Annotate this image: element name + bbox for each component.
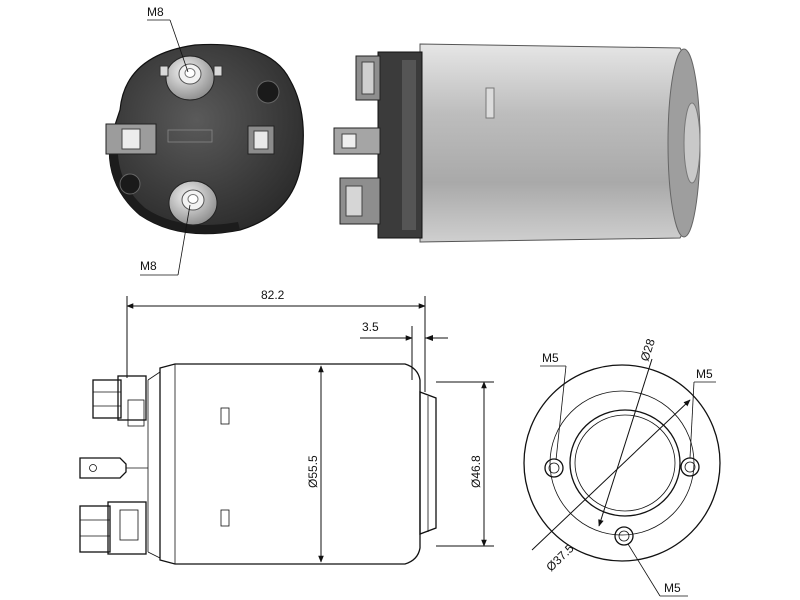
side-terminal-bottom <box>339 177 381 225</box>
m5-label-right: M5 <box>696 367 713 381</box>
solenoid-can <box>419 43 701 243</box>
outer-flange-circle <box>523 364 721 562</box>
terminal-drawing-spade <box>79 457 148 479</box>
m5-label-left: M5 <box>542 351 559 365</box>
m8-label-bottom: M8 <box>140 259 157 273</box>
m5-callout-left: M5 <box>540 351 567 461</box>
bottom-terminal-stud <box>168 180 218 226</box>
m5-callout-bottom: M5 <box>627 543 688 597</box>
m5-callout-right: M5 <box>689 367 716 459</box>
bore-diameter-label: Ø28 <box>638 337 658 363</box>
bolt-circle-diameter-label: Ø37.5 <box>543 541 576 574</box>
dim-bore-diameter <box>598 358 653 527</box>
flange-width-label: 3.5 <box>362 320 379 334</box>
side-elevation-drawing: 82.2 3.5 Ø55.5 Ø46.8 <box>79 288 494 565</box>
top-terminal-stud <box>165 55 215 101</box>
hole-bottom <box>614 526 634 546</box>
mount-hole-upper <box>256 80 280 104</box>
nose-outline <box>419 391 437 535</box>
bore-circle <box>569 409 681 517</box>
body-outline <box>159 363 421 565</box>
bolt-circle <box>549 390 695 536</box>
hole-right <box>680 457 700 477</box>
dim-bolt-circle-diameter <box>531 399 691 551</box>
side-terminal-top <box>355 55 381 101</box>
spade-terminal <box>105 123 275 155</box>
m8-label-top: M8 <box>147 5 164 19</box>
end-view-drawing: Ø28 Ø37.5 M5 M5 M5 <box>523 337 721 597</box>
body-diameter-label: Ø55.5 <box>306 455 320 488</box>
mount-hole-lower <box>119 173 141 195</box>
side-terminal-spade <box>333 127 381 155</box>
end-cap-rim <box>109 140 240 234</box>
m5-label-bottom: M5 <box>664 581 681 595</box>
overall-length-label: 82.2 <box>261 288 285 302</box>
hole-left <box>544 458 564 478</box>
end-cap-photo <box>105 43 304 235</box>
terminal-drawing-bottom <box>79 501 147 555</box>
m8-callout-bottom: M8 <box>140 204 191 276</box>
m8-callout-top: M8 <box>147 5 189 73</box>
nose-diameter-label: Ø46.8 <box>469 455 483 488</box>
terminal-drawing-top <box>92 375 147 427</box>
solenoid-side-photo <box>333 43 701 243</box>
